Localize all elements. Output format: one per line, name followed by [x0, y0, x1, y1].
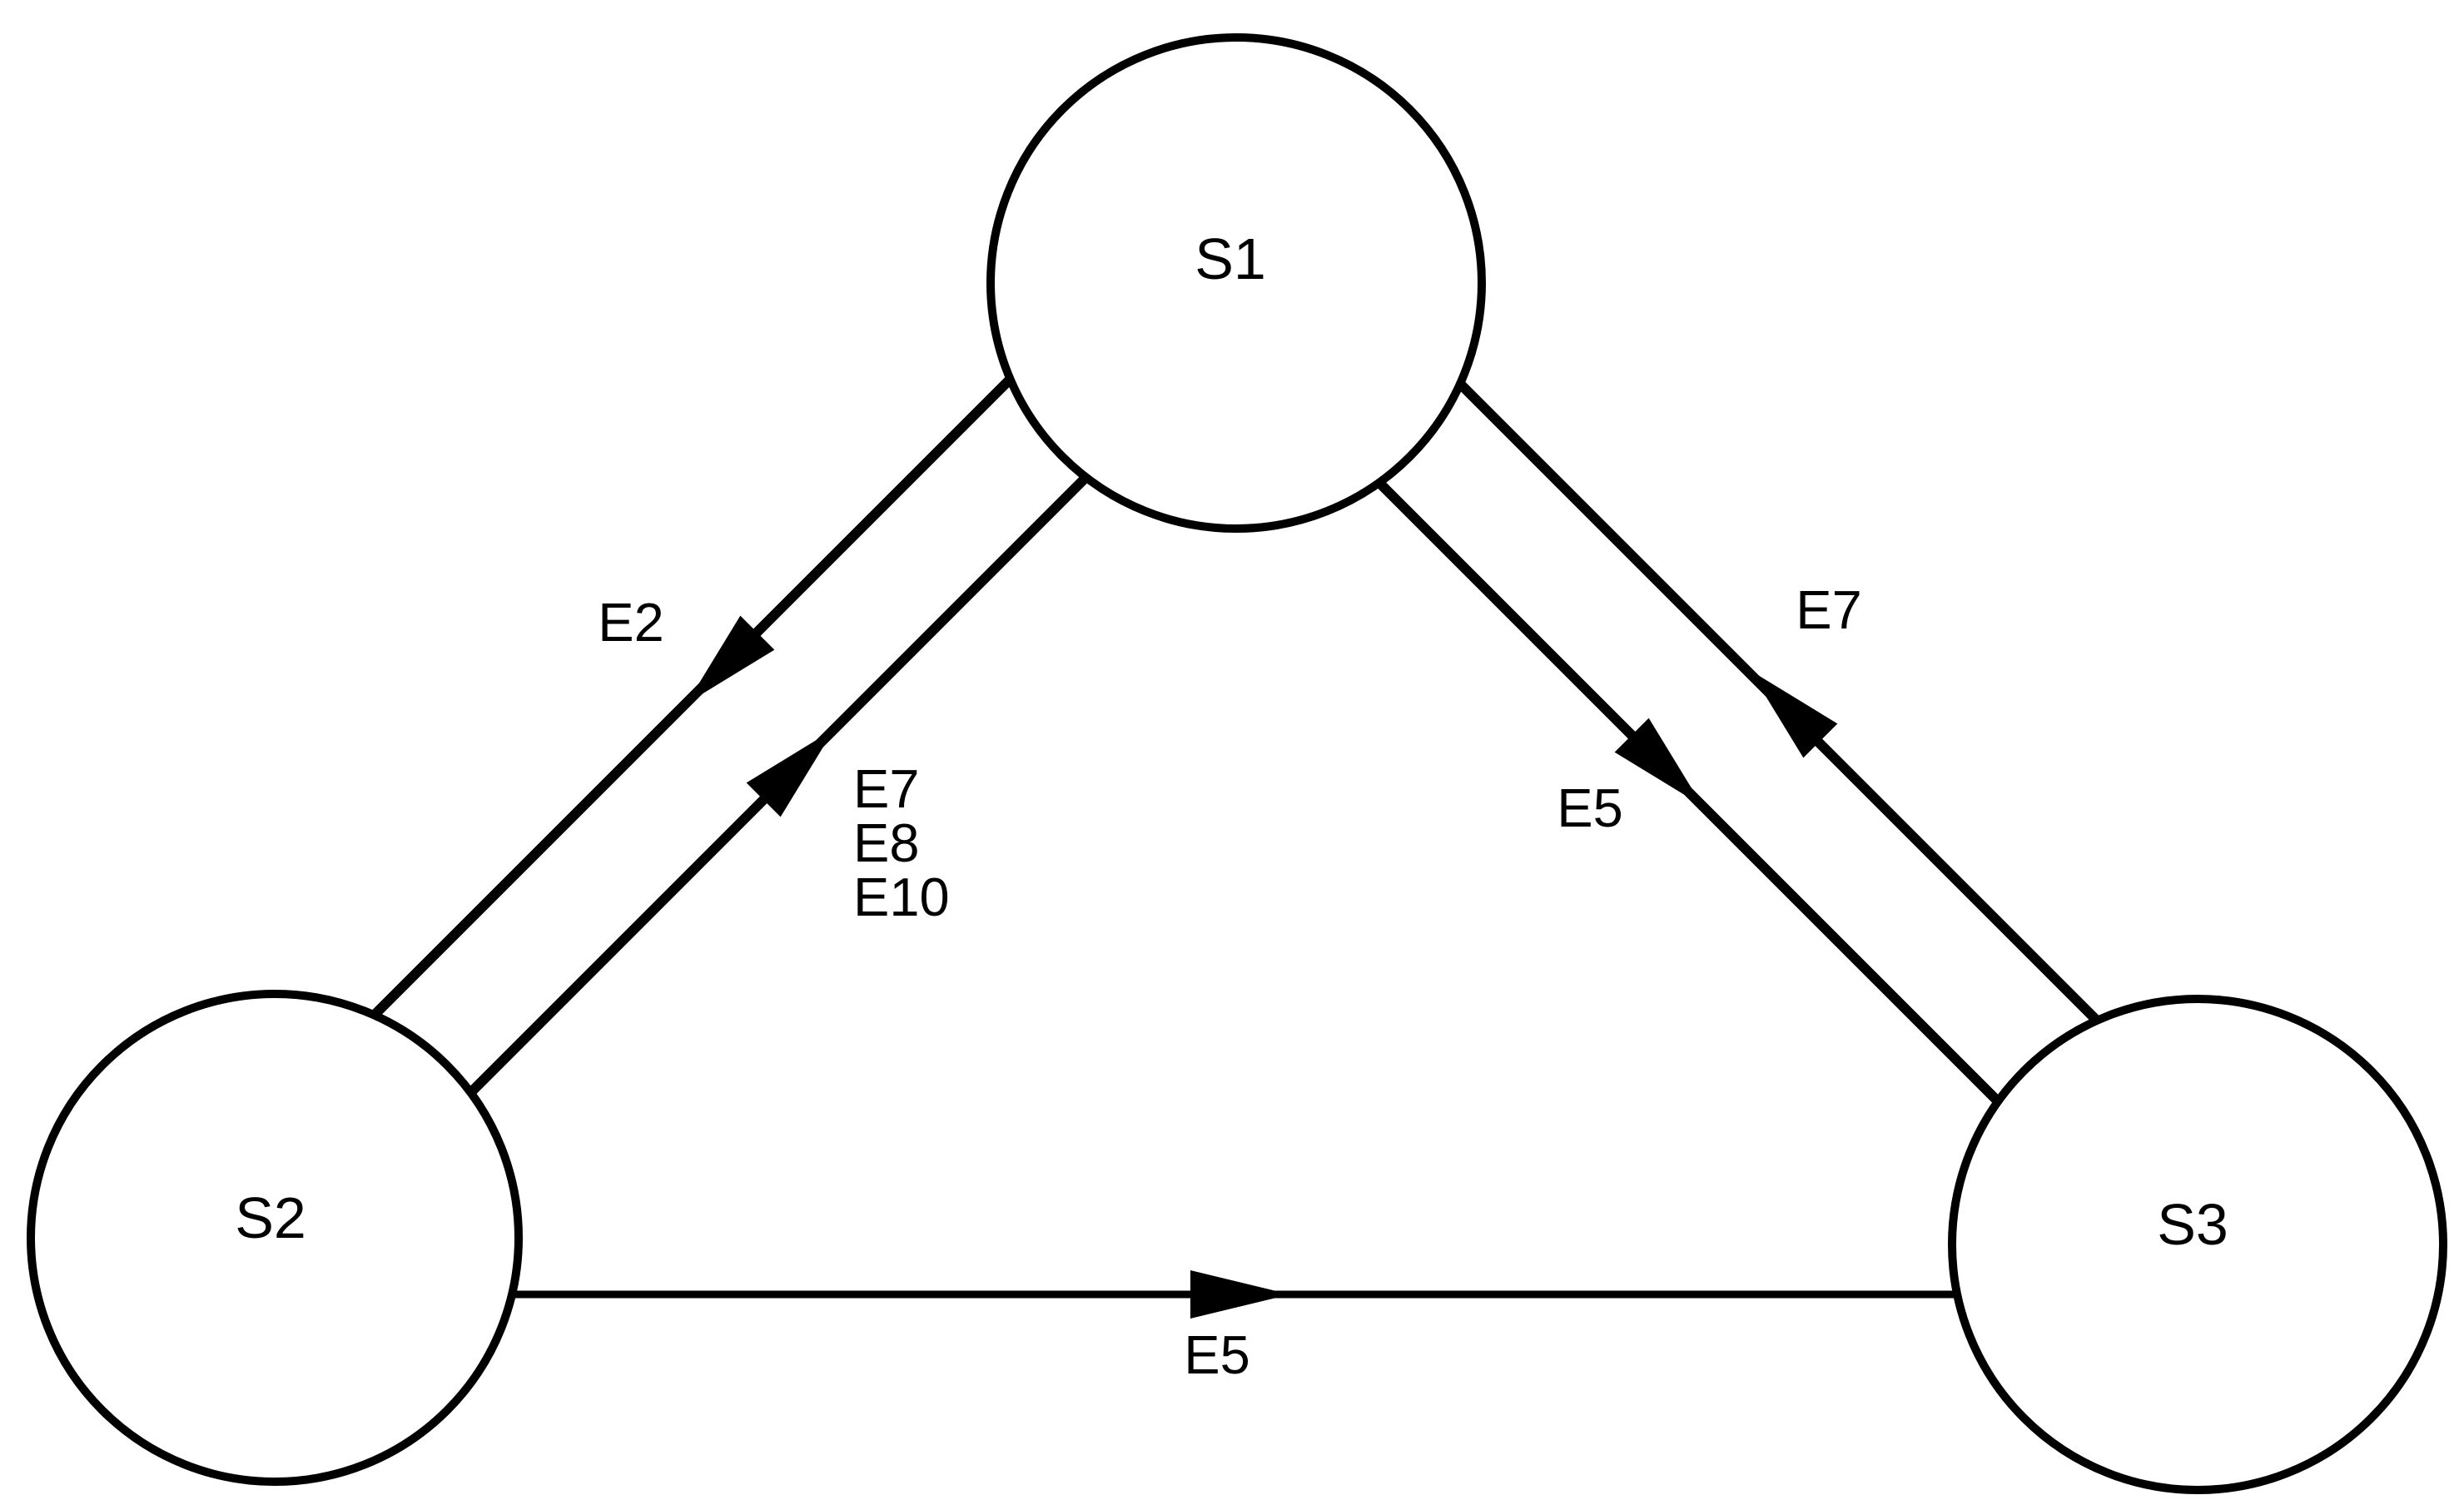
node-s1-label: S1 [1195, 226, 1266, 291]
edge-label-e5-right: E5 [1557, 777, 1623, 838]
edge-label-e5-bottom: E5 [1184, 1324, 1250, 1385]
node-s2-label: S2 [235, 1185, 306, 1250]
edge-s2-s1: E7 E8 E10 [466, 473, 1090, 1097]
edge-s3-s1: E7 [1456, 380, 2101, 1025]
node-s3-label: S3 [2157, 1192, 2228, 1257]
arrowhead-toward-s3-icon [1614, 718, 1702, 806]
node-s1: S1 [986, 33, 1486, 533]
node-s3-circle [1948, 995, 2447, 1494]
edge-s1-s3: E5 [1375, 479, 2003, 1106]
node-s2: S2 [27, 990, 523, 1486]
arrowhead-toward-s2-icon [687, 615, 775, 703]
edge-label-e10: E10 [853, 867, 950, 927]
node-s1-circle [986, 33, 1486, 533]
arrowhead-toward-s1-right-icon [1750, 670, 1838, 758]
node-s2-circle [27, 990, 523, 1486]
arrowhead-toward-s1-icon [746, 729, 834, 817]
edge-label-e7: E7 [853, 758, 920, 819]
edge-label-e2: E2 [598, 592, 664, 653]
edge-s1-s2: E2 [370, 375, 1015, 1019]
edge-label-e8: E8 [853, 812, 920, 873]
edge-label-e7-right: E7 [1796, 579, 1862, 640]
node-s3: S3 [1948, 995, 2447, 1494]
edge-s2-s3: E5 [513, 1270, 1957, 1385]
arrowhead-toward-s3-bottom-icon [1190, 1270, 1290, 1319]
